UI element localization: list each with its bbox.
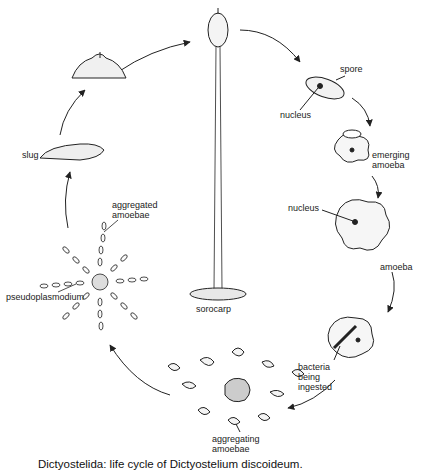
stage-label: pseudoplasmodium: [6, 292, 96, 302]
drawing-stroke: [334, 326, 356, 348]
part-label: nucleus: [280, 110, 320, 120]
drawing-stroke: [353, 220, 358, 225]
stage-label: emerging amoeba: [372, 150, 422, 170]
drawing-stroke: [72, 54, 126, 78]
stage-label: aggregating amoebae: [212, 434, 282, 454]
stage-label: sorocarp: [196, 304, 246, 314]
drawing-stroke: [110, 292, 118, 300]
drawing-stroke: [62, 312, 70, 320]
drawing-stroke: [92, 274, 108, 290]
drawing-stroke: [198, 407, 210, 414]
drawing-stroke: [72, 302, 80, 310]
drawing-stroke: [72, 256, 80, 264]
drawing-stroke: [120, 302, 128, 310]
drawing-stroke: [388, 272, 394, 312]
drawing-stroke: [262, 361, 274, 368]
aggregating-amoebae-drawing: [168, 348, 304, 432]
drawing-stroke: [225, 378, 250, 401]
drawing-stroke: [328, 317, 374, 357]
drawing-stroke: [116, 279, 124, 283]
drawing-stroke: [236, 424, 240, 432]
drawing-stroke: [52, 283, 60, 287]
drawing-stroke: [208, 13, 228, 47]
drawing-stroke: [98, 310, 102, 318]
drawing-stroke: [65, 172, 70, 228]
drawing-stroke: [350, 148, 354, 152]
drawing-stroke: [232, 348, 244, 356]
stage-label: spore: [340, 64, 380, 74]
drawing-stroke: [40, 144, 104, 160]
stage-label: bacteria being ingested: [298, 362, 348, 392]
drawing-stroke: [322, 210, 353, 221]
drawing-stroke: [40, 284, 48, 288]
drawing-stroke: [356, 338, 360, 342]
figure-caption: Dictyostelida: life cycle of Dictyosteli…: [38, 458, 303, 471]
drawing-stroke: [98, 258, 102, 266]
pseudoplasmodium-drawing: [40, 220, 148, 330]
drawing-stroke: [300, 88, 318, 110]
cycle-arrows: [60, 30, 394, 408]
part-label: nucleus: [288, 203, 328, 213]
stage-label: aggregated amoebae: [112, 200, 167, 220]
drawing-stroke: [258, 413, 270, 420]
drawing-stroke: [182, 382, 196, 389]
emerging-amoeba-drawing: [334, 130, 368, 162]
drawing-stroke: [110, 264, 118, 272]
drawing-stroke: [140, 277, 148, 281]
drawing-stroke: [76, 281, 84, 285]
drawing-stroke: [214, 46, 222, 290]
drawing-stroke: [334, 346, 340, 360]
feeding-amoeba-drawing: [328, 317, 374, 360]
drawing-stroke: [130, 312, 138, 320]
drawing-stroke: [62, 246, 70, 254]
drawing-stroke: [102, 222, 106, 230]
drawing-stroke: [343, 130, 361, 138]
drawing-stroke: [98, 298, 102, 306]
sorocarp-drawing: [190, 8, 246, 300]
drawing-stroke: [99, 246, 103, 254]
amoeba-drawing: [322, 200, 390, 251]
spore-drawing: [300, 73, 347, 110]
slug-drawing: [40, 144, 104, 160]
drawing-stroke: [101, 234, 105, 242]
drawing-stroke: [64, 282, 72, 286]
drawing-stroke: [318, 84, 323, 89]
drawing-stroke: [110, 345, 170, 395]
drawing-stroke: [190, 288, 246, 300]
drawing-stroke: [118, 42, 190, 72]
drawing-stroke: [228, 417, 240, 424]
drawing-stroke: [218, 8, 219, 14]
drawing-stroke: [128, 278, 136, 282]
drawing-stroke: [58, 284, 76, 292]
drawing-stroke: [335, 200, 389, 251]
drawing-stroke: [60, 90, 85, 135]
drawing-stroke: [82, 266, 90, 274]
drawing-stroke: [100, 52, 101, 58]
stage-label: slug: [22, 150, 52, 160]
drawing-stroke: [372, 176, 378, 198]
drawing-stroke: [120, 254, 128, 262]
drawing-stroke: [104, 220, 118, 232]
drawing-stroke: [270, 390, 284, 396]
drawing-stroke: [168, 363, 180, 370]
drawing-stroke: [352, 98, 370, 126]
drawing-stroke: [336, 76, 345, 80]
drawing-stroke: [200, 357, 214, 365]
stage-label: amoeba: [380, 262, 425, 272]
drawing-stroke: [240, 30, 300, 62]
mound-drawing: [72, 52, 126, 78]
drawing-stroke: [99, 322, 103, 330]
